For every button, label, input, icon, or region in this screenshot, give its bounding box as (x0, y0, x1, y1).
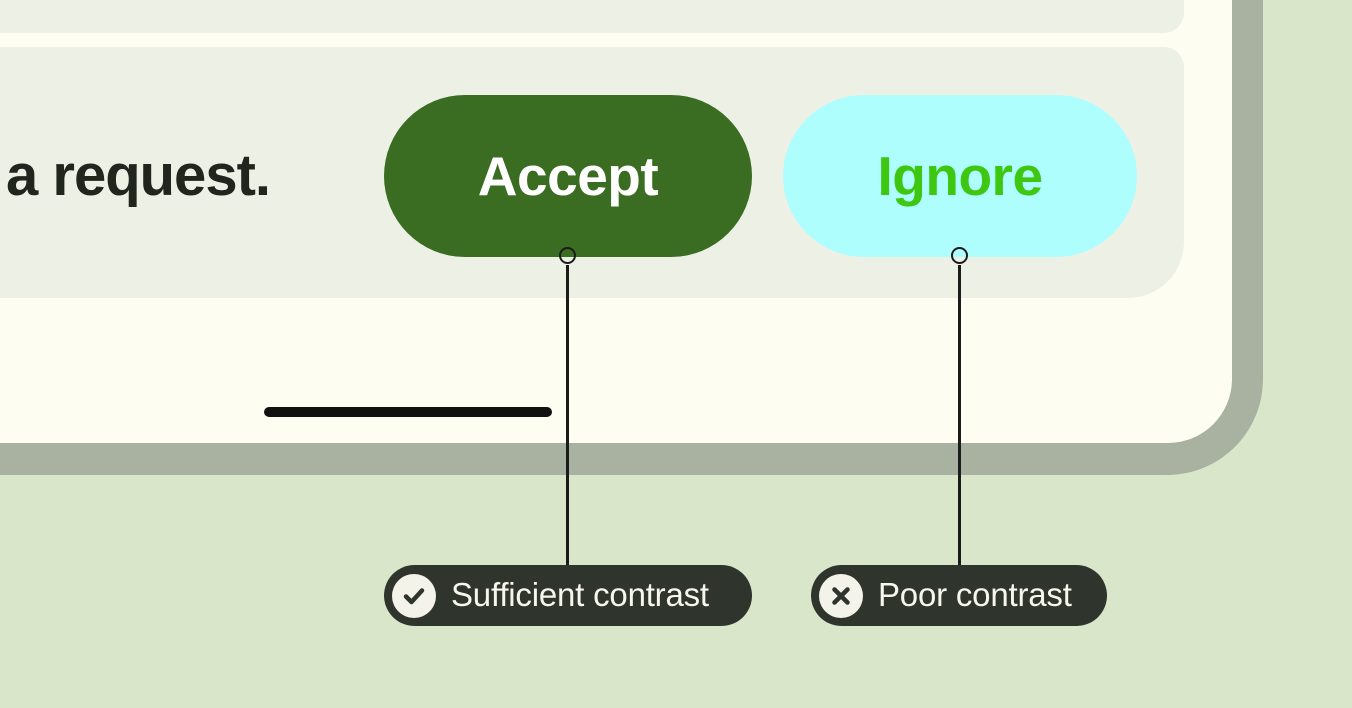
home-indicator-bar (264, 407, 552, 417)
x-icon (819, 573, 863, 618)
notification-message: a request. (6, 143, 271, 208)
notification-strip-top (0, 0, 1184, 33)
accept-anchor-dot (559, 247, 576, 264)
sufficient-contrast-chip: Sufficient contrast (384, 565, 752, 626)
sufficient-contrast-label: Sufficient contrast (451, 575, 709, 613)
poor-contrast-chip: Poor contrast (811, 565, 1107, 626)
accept-leader-line (566, 265, 569, 566)
poor-contrast-label: Poor contrast (878, 575, 1072, 613)
check-icon (392, 573, 436, 618)
ignore-button[interactable]: Ignore (783, 95, 1137, 257)
ignore-anchor-dot (951, 247, 968, 264)
accept-button[interactable]: Accept (384, 95, 752, 257)
ignore-leader-line (958, 265, 961, 566)
